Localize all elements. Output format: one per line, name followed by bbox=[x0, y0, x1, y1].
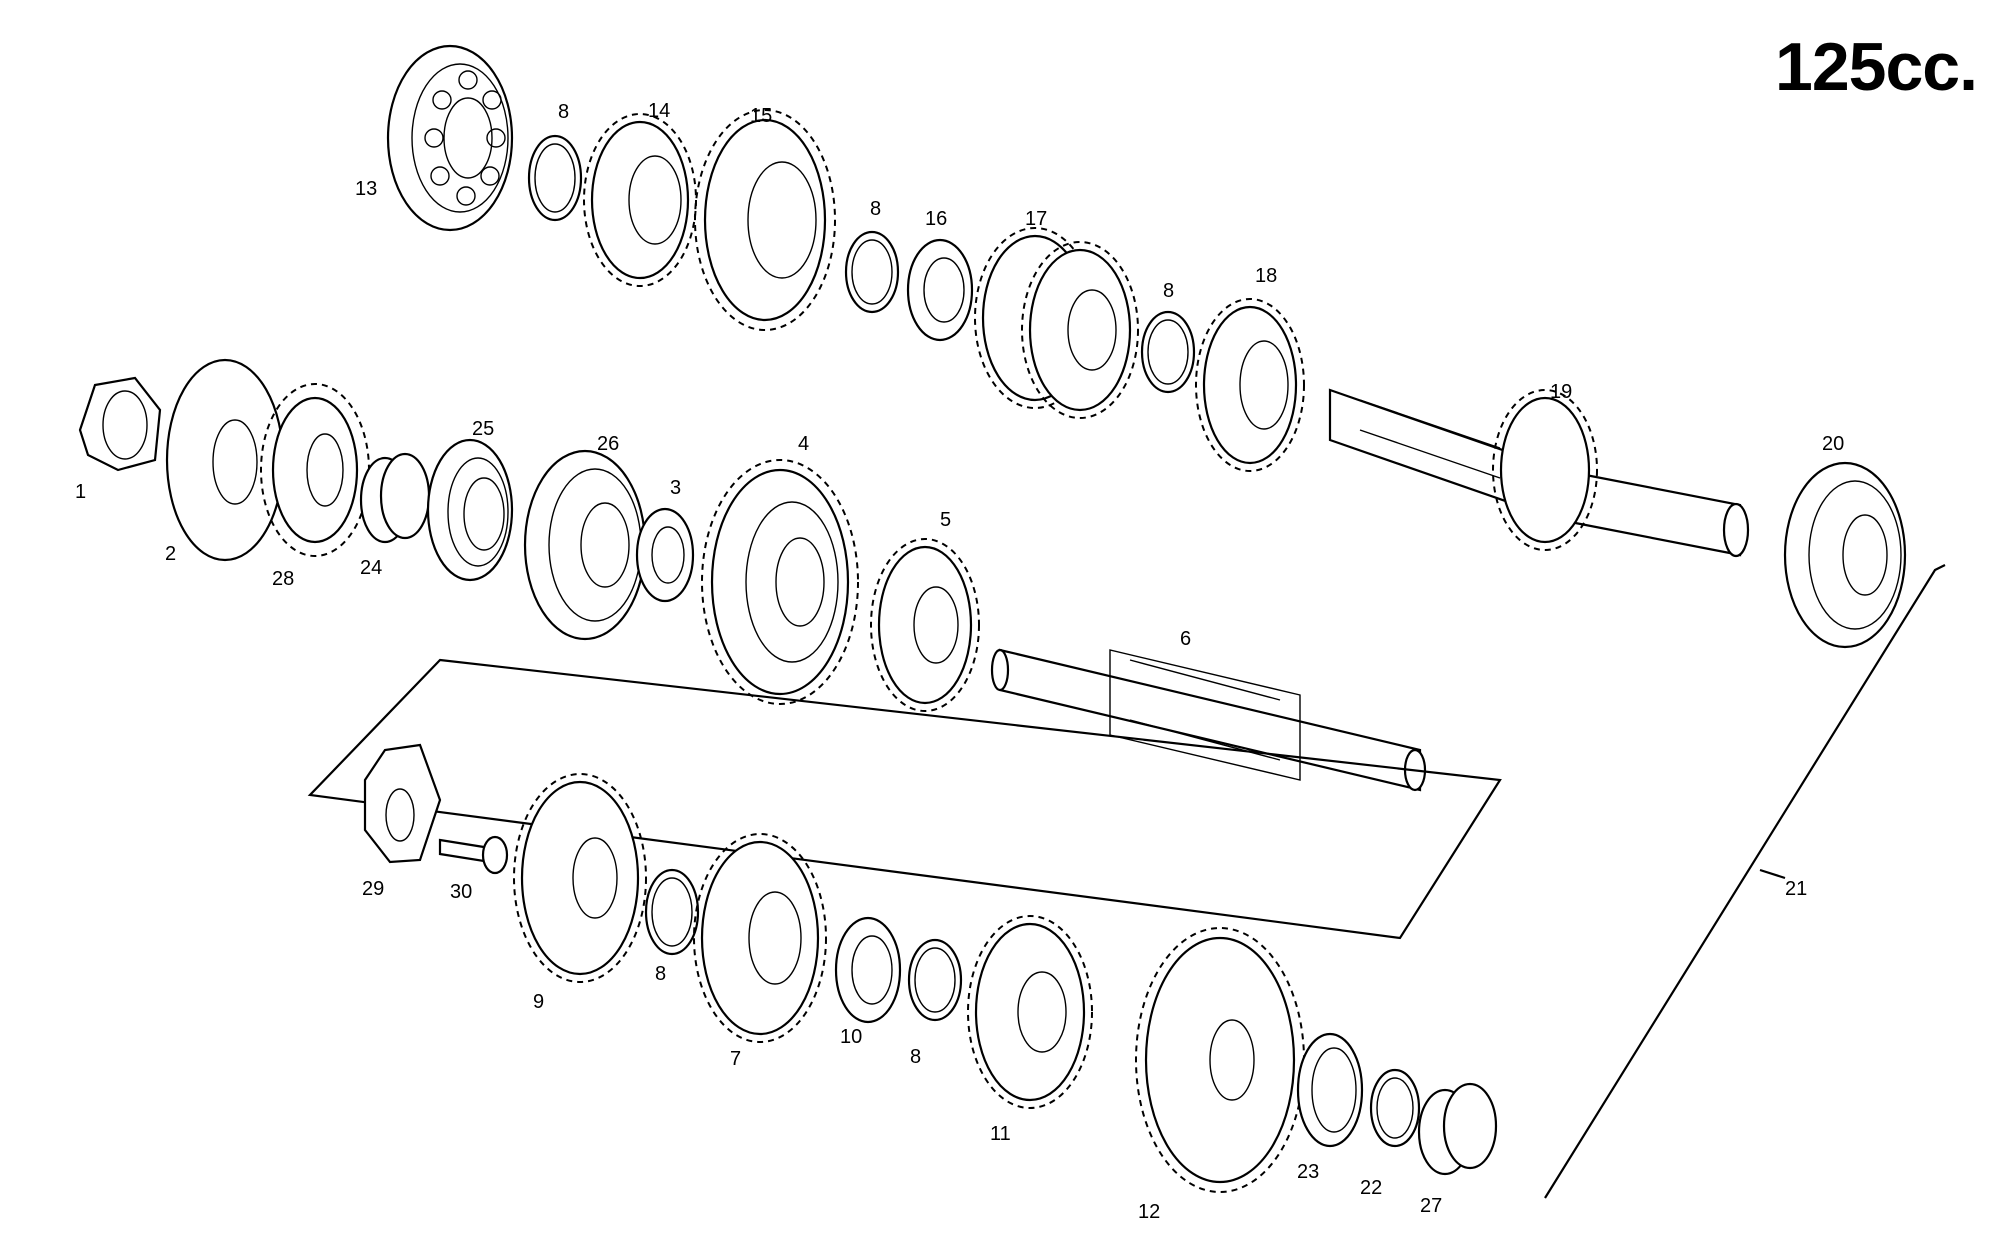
label-16: 16 bbox=[925, 208, 947, 230]
needle-bearing-27 bbox=[1417, 1082, 1498, 1176]
label-28: 28 bbox=[272, 568, 294, 590]
label-14: 14 bbox=[648, 100, 670, 122]
circlip-22 bbox=[1369, 1068, 1421, 1148]
label-9: 9 bbox=[533, 991, 544, 1013]
label-22: 22 bbox=[1360, 1177, 1382, 1199]
circlip-8-lower-b bbox=[907, 938, 963, 1022]
diagram-title: 125cc. bbox=[1775, 29, 1978, 105]
seal-25 bbox=[426, 438, 514, 582]
gear-5 bbox=[870, 538, 980, 712]
label-1: 1 bbox=[75, 481, 86, 503]
circlip-8-upper-c bbox=[1140, 310, 1196, 394]
circlip-8-upper-b bbox=[844, 230, 900, 314]
gear-11 bbox=[967, 915, 1093, 1109]
label-3: 3 bbox=[670, 477, 681, 499]
plate-2 bbox=[165, 358, 285, 562]
nut-1 bbox=[78, 376, 162, 472]
label-23: 23 bbox=[1297, 1161, 1319, 1183]
gear-17 bbox=[974, 227, 1139, 419]
label-13: 13 bbox=[355, 178, 377, 200]
label-21: 21 bbox=[1785, 878, 1807, 900]
bearing-26 bbox=[523, 449, 647, 641]
gear-12 bbox=[1135, 927, 1305, 1193]
label-8c: 8 bbox=[1163, 280, 1174, 302]
label-12: 12 bbox=[1138, 1201, 1160, 1223]
gear-7 bbox=[693, 833, 827, 1043]
label-26: 26 bbox=[597, 433, 619, 455]
label-17: 17 bbox=[1025, 208, 1047, 230]
label-15: 15 bbox=[750, 105, 772, 127]
label-29: 29 bbox=[362, 878, 384, 900]
bushing-24 bbox=[359, 452, 431, 544]
shaft-19 bbox=[1328, 388, 1750, 558]
sprocket-28 bbox=[260, 383, 370, 557]
washer-3 bbox=[635, 507, 695, 603]
label-4: 4 bbox=[798, 433, 809, 455]
bolt-30 bbox=[438, 835, 509, 875]
gear-9 bbox=[513, 773, 647, 983]
label-11: 11 bbox=[990, 1123, 1011, 1145]
washer-23 bbox=[1296, 1032, 1364, 1148]
label-25: 25 bbox=[472, 418, 494, 440]
label-18: 18 bbox=[1255, 265, 1277, 287]
label-27: 27 bbox=[1420, 1195, 1442, 1217]
part-labels: 1 2 3 4 5 6 7 8 8 8 8 8 9 10 11 12 13 14… bbox=[75, 100, 1844, 1223]
label-5: 5 bbox=[940, 509, 951, 531]
gear-4 bbox=[701, 459, 859, 705]
label-8b: 8 bbox=[870, 198, 881, 220]
circlip-8-lower-a bbox=[644, 868, 700, 956]
label-20: 20 bbox=[1822, 433, 1844, 455]
circlip-8-upper-a bbox=[527, 134, 583, 222]
label-6: 6 bbox=[1180, 628, 1191, 650]
label-8e: 8 bbox=[910, 1046, 921, 1068]
label-19: 19 bbox=[1550, 381, 1572, 403]
label-8a: 8 bbox=[558, 101, 569, 123]
shaft-6 bbox=[990, 648, 1427, 792]
gear-18 bbox=[1195, 298, 1305, 472]
label-2: 2 bbox=[165, 543, 176, 565]
group-bracket-21 bbox=[1544, 564, 1946, 1199]
bracket-29 bbox=[363, 743, 442, 864]
label-24: 24 bbox=[360, 557, 382, 579]
label-30: 30 bbox=[450, 881, 472, 903]
bearing-20 bbox=[1783, 461, 1907, 649]
gear-14 bbox=[583, 113, 697, 287]
gear-15 bbox=[694, 109, 836, 331]
label-10: 10 bbox=[840, 1026, 862, 1048]
label-7: 7 bbox=[730, 1048, 741, 1070]
label-8d: 8 bbox=[655, 963, 666, 985]
washer-16 bbox=[906, 238, 974, 342]
washer-10 bbox=[834, 916, 902, 1024]
assembly-frame bbox=[307, 658, 1502, 940]
bearing-13 bbox=[386, 44, 514, 232]
